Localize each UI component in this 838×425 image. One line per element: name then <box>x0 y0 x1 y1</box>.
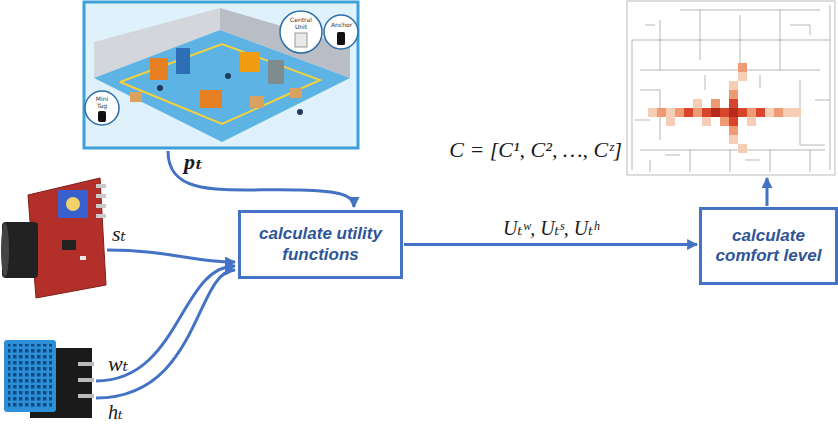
crate <box>130 92 142 102</box>
heat-cell <box>666 108 675 117</box>
potentiometer <box>58 190 88 218</box>
worker <box>225 73 231 79</box>
inset-circle <box>324 15 358 49</box>
floor-plan-lines <box>632 5 830 172</box>
sensor-housing <box>4 340 56 412</box>
heat-cell <box>702 117 711 126</box>
header-pin <box>78 378 94 382</box>
heat-cell <box>729 117 738 126</box>
heat-cell <box>729 99 738 108</box>
heat-cell <box>747 117 756 126</box>
heat-cell <box>693 108 702 117</box>
header-pin <box>96 194 106 198</box>
heat-cell <box>738 72 747 81</box>
microphone-face <box>1 223 9 277</box>
edge-label: Uₜʷ, Uₜˢ, Uₜʰ <box>501 217 601 239</box>
signal-label: hₜ <box>108 401 123 423</box>
heat-cell <box>684 108 693 117</box>
heat-cell <box>666 117 675 126</box>
floor-lane <box>120 44 320 124</box>
central-unit-icon <box>295 33 307 47</box>
signal-arrow <box>96 270 235 398</box>
heat-cell <box>648 108 657 117</box>
heat-cell <box>729 108 738 117</box>
header-pin <box>78 394 94 398</box>
output-label: C = [C¹, C², …, Cᶻ] <box>449 138 622 162</box>
signal-label: pₜ <box>184 150 203 174</box>
machine <box>200 90 222 108</box>
sensor-board <box>28 178 106 298</box>
header-pin <box>78 362 94 366</box>
heat-cell <box>702 108 711 117</box>
machine <box>150 58 168 80</box>
potentiometer-screw <box>66 197 80 211</box>
machine <box>268 60 284 84</box>
heat-cell <box>729 90 738 99</box>
worker <box>157 85 163 91</box>
heat-cell <box>720 117 729 126</box>
signal-arrow <box>107 250 235 262</box>
header-pin <box>96 184 106 188</box>
machine <box>176 48 190 74</box>
header-pin <box>96 204 106 208</box>
heat-cell <box>720 108 729 117</box>
connector-arrow <box>404 243 697 246</box>
heat-cell <box>693 99 702 108</box>
heat-cell <box>729 135 738 144</box>
output-arrow <box>766 178 769 206</box>
heat-cell <box>729 126 738 135</box>
heat-cell <box>756 108 765 117</box>
heat-cell <box>765 108 774 117</box>
heat-cell <box>747 108 756 117</box>
callout-label: Mini Tag <box>94 96 110 109</box>
inset-circle <box>280 11 322 53</box>
heat-cell <box>711 108 720 117</box>
sensor-grid <box>8 344 52 408</box>
heat-cell <box>729 81 738 90</box>
header-pin <box>96 214 106 218</box>
heat-cell <box>675 108 684 117</box>
heat-cell <box>792 108 801 117</box>
heat-cell <box>738 108 747 117</box>
floor-plan-frame <box>627 1 835 175</box>
inset-circle <box>85 91 119 125</box>
resistor <box>80 256 86 260</box>
heat-cell <box>738 63 747 72</box>
heat-cell <box>783 108 792 117</box>
box-text: calculate utility functions <box>249 224 392 265</box>
callout-label: Anchor <box>331 22 351 29</box>
signal-label: wₜ <box>108 352 128 376</box>
heat-cell <box>774 108 783 117</box>
box-text: calculate comfort level <box>710 226 827 267</box>
worker <box>297 109 303 115</box>
callout-label: Central Unit <box>289 17 313 30</box>
factory-frame <box>84 2 358 148</box>
process-box: calculate comfort level <box>699 207 838 285</box>
signal-arrow <box>168 151 354 207</box>
process-box: calculate utility functions <box>238 210 403 279</box>
machine <box>240 52 260 72</box>
chip <box>62 240 76 250</box>
crate <box>250 96 264 108</box>
anchor-icon <box>337 32 345 45</box>
heat-cells <box>648 63 801 153</box>
signal-label: sₜ <box>112 222 126 246</box>
heat-cell <box>711 99 720 108</box>
heat-cell <box>657 108 666 117</box>
tag-icon <box>98 111 106 122</box>
crate <box>290 88 302 98</box>
heat-cell <box>738 144 747 153</box>
microphone-capsule <box>2 222 38 278</box>
